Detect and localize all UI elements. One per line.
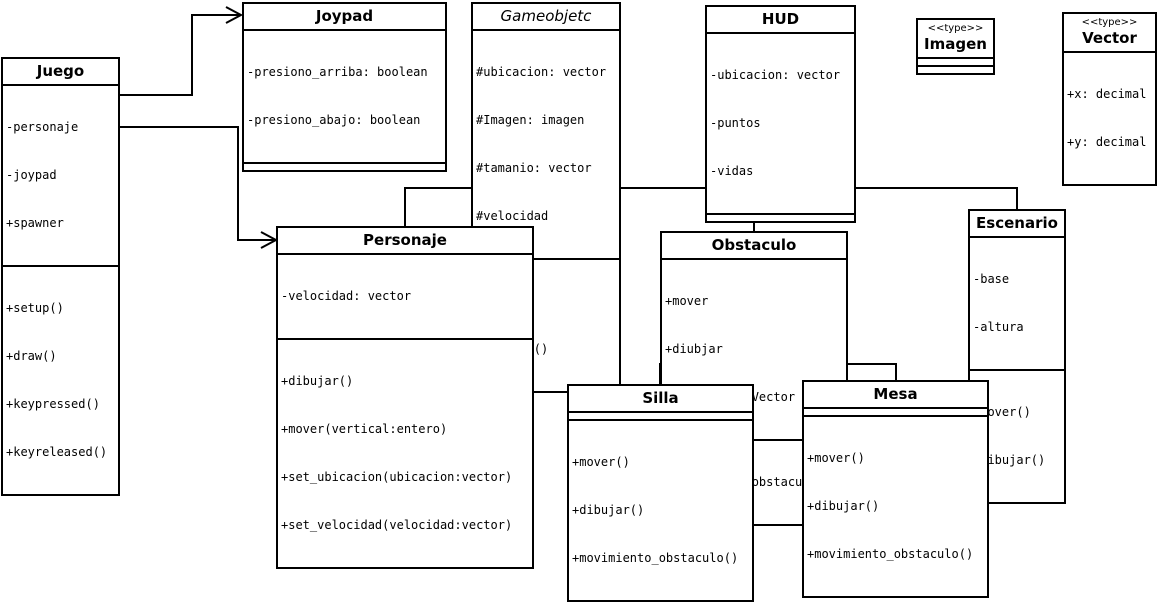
attribute: -velocidad: vector <box>281 289 412 303</box>
attribute: #Imagen: imagen <box>476 113 585 127</box>
method: +set_velocidad(velocidad:vector) <box>281 518 513 532</box>
attribute: -base <box>973 272 1010 286</box>
class-mesa-methods: +mover() +dibujar() +movimiento_obstacul… <box>804 415 987 596</box>
method: +keypressed() <box>6 397 100 411</box>
class-imagen-header: <<type>> Imagen <box>918 20 993 59</box>
class-juego-attributes: -personaje -joypad +spawner <box>3 86 118 265</box>
attribute: +spawner <box>6 216 64 230</box>
juego-personaje-open-arrowhead <box>260 231 279 249</box>
class-gameobjetc-attributes: #ubicacion: vector #Imagen: imagen #tama… <box>473 31 619 258</box>
class-personaje-name: Personaje <box>278 228 532 255</box>
method: +movimiento_obstaculo() <box>807 547 974 561</box>
attribute: -ubicacion: vector <box>710 68 841 82</box>
attribute: -vidas <box>710 164 754 178</box>
class-mesa[interactable]: Mesa +mover() +dibujar() +movimiento_obs… <box>802 380 989 598</box>
class-hud[interactable]: HUD -ubicacion: vector -puntos -vidas <box>705 5 856 223</box>
class-hud-attributes: -ubicacion: vector -puntos -vidas <box>707 34 854 213</box>
method: +set_ubicacion(ubicacion:vector) <box>281 470 513 484</box>
method: +mover() <box>807 451 865 465</box>
class-joypad-methods <box>244 162 445 170</box>
method: +mover(vertical:entero) <box>281 422 448 436</box>
method: +dibujar() <box>973 453 1046 467</box>
attribute: -altura <box>973 320 1024 334</box>
method: +dibujar() <box>807 499 880 513</box>
method: +draw() <box>6 349 57 363</box>
attribute: -personaje <box>6 120 79 134</box>
class-hud-methods <box>707 213 854 221</box>
juego-joypad-open-arrowhead <box>225 6 244 24</box>
class-mesa-name: Mesa <box>804 382 987 409</box>
class-vector-name: Vector <box>1082 29 1137 47</box>
method: +dibujar() <box>281 374 354 388</box>
class-vector-stereotype: <<type>> <box>1081 17 1138 28</box>
class-obstaculo-name: Obstaculo <box>662 233 846 260</box>
method: +dibujar() <box>572 503 645 517</box>
attribute: +mover <box>665 294 709 308</box>
class-vector-header: <<type>> Vector <box>1064 14 1155 53</box>
class-silla-name: Silla <box>569 386 752 413</box>
class-imagen-name: Imagen <box>924 35 987 53</box>
class-imagen-stereotype: <<type>> <box>927 23 984 34</box>
class-personaje[interactable]: Personaje -velocidad: vector +dibujar() … <box>276 226 534 569</box>
class-vector[interactable]: <<type>> Vector +x: decimal +y: decimal <box>1062 12 1157 186</box>
class-joypad-name: Joypad <box>244 4 445 31</box>
class-juego-methods: +setup() +draw() +keypressed() +keyrelea… <box>3 265 118 494</box>
attribute: #tamanio: vector <box>476 161 592 175</box>
class-personaje-methods: +dibujar() +mover(vertical:entero) +set_… <box>278 338 532 567</box>
method: +keyreleased() <box>6 445 108 459</box>
class-juego[interactable]: Juego -personaje -joypad +spawner +setup… <box>1 57 120 496</box>
attribute: -presiono_arriba: boolean <box>247 65 428 79</box>
juego-joypad-association-line <box>119 14 240 96</box>
class-joypad[interactable]: Joypad -presiono_arriba: boolean -presio… <box>242 2 447 172</box>
attribute: +y: decimal <box>1067 135 1147 149</box>
attribute: -puntos <box>710 116 761 130</box>
class-imagen-methods <box>918 65 993 73</box>
class-joypad-attributes: -presiono_arriba: boolean -presiono_abaj… <box>244 31 445 162</box>
method: +movimiento_obstaculo() <box>572 551 739 565</box>
method: +mover() <box>572 455 630 469</box>
attribute: -presiono_abajo: boolean <box>247 113 421 127</box>
class-escenario-name: Escenario <box>970 211 1064 238</box>
class-silla[interactable]: Silla +mover() +dibujar() +movimiento_ob… <box>567 384 754 602</box>
attribute: +x: decimal <box>1067 87 1147 101</box>
method: +setup() <box>6 301 64 315</box>
class-juego-name: Juego <box>3 59 118 86</box>
class-vector-attributes: +x: decimal +y: decimal <box>1064 53 1155 184</box>
attribute: #ubicacion: vector <box>476 65 607 79</box>
class-hud-name: HUD <box>707 7 854 34</box>
attribute: -joypad <box>6 168 57 182</box>
attribute: #velocidad <box>476 209 549 223</box>
class-gameobjetc-name: Gameobjetc <box>473 4 619 31</box>
class-silla-methods: +mover() +dibujar() +movimiento_obstacul… <box>569 419 752 600</box>
class-imagen[interactable]: <<type>> Imagen <box>916 18 995 75</box>
class-personaje-attributes: -velocidad: vector <box>278 255 532 338</box>
attribute: +diubjar <box>665 342 723 356</box>
class-escenario-attributes: -base -altura <box>970 238 1064 369</box>
